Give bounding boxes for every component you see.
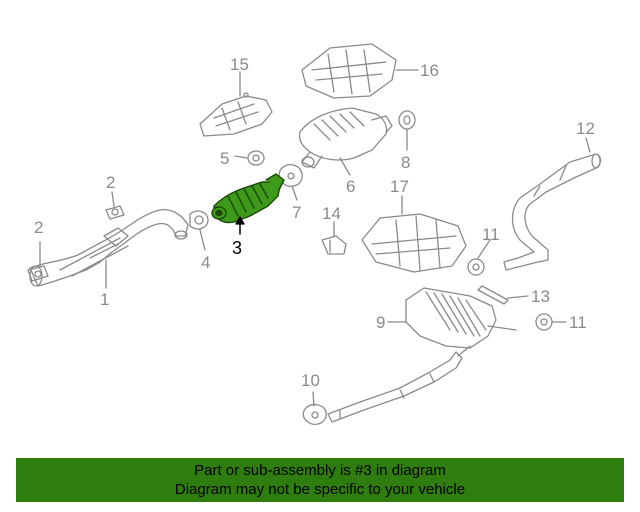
callout-6: 6 [346, 177, 355, 196]
part-16-heat-shield[interactable] [301, 43, 397, 99]
part-3-catalytic-converter[interactable] [211, 173, 285, 224]
part-5-bushing[interactable] [247, 150, 265, 166]
info-banner: Part or sub-assembly is #3 in diagram Di… [16, 458, 624, 502]
part-11-bushing-lower[interactable] [535, 313, 553, 331]
callout-12: 12 [576, 119, 595, 138]
part-2-gasket-right[interactable] [105, 205, 125, 220]
part-4-gasket[interactable] [189, 210, 209, 230]
callout-17: 17 [390, 177, 409, 196]
part-13-hanger[interactable] [477, 285, 509, 305]
callout-15: 15 [230, 55, 249, 74]
banner-line-2: Diagram may not be specific to your vehi… [174, 481, 466, 498]
leader-lines [39, 69, 591, 407]
part-17-heat-shield[interactable] [361, 213, 467, 273]
callout-1: 1 [100, 290, 109, 309]
part-6-converter[interactable] [298, 107, 393, 169]
part-11-bushing-upper[interactable] [467, 258, 485, 276]
arrow-3-icon [235, 216, 245, 225]
callout-2a: 2 [34, 218, 43, 237]
callout-9: 9 [376, 313, 385, 332]
callout-4: 4 [201, 253, 210, 272]
part-10-rear-pipe[interactable] [302, 351, 463, 426]
callout-8: 8 [401, 153, 410, 172]
part-2-gasket-left[interactable] [27, 265, 49, 282]
callout-14: 14 [322, 204, 341, 223]
part-14-bracket[interactable] [321, 235, 347, 255]
part-15-heat-shield[interactable] [199, 92, 273, 137]
callout-16: 16 [420, 61, 439, 80]
callout-10: 10 [301, 371, 320, 390]
callout-11b: 11 [569, 313, 587, 332]
callout-3: 3 [232, 238, 242, 258]
callout-11a: 11 [482, 225, 500, 244]
callout-13: 13 [531, 287, 550, 306]
callout-7: 7 [292, 203, 301, 222]
callout-5: 5 [220, 149, 229, 168]
part-12-tail-pipe[interactable] [503, 153, 602, 271]
part-9-muffler[interactable] [405, 287, 517, 357]
banner-line-1: Part or sub-assembly is #3 in diagram [194, 462, 446, 479]
part-1-front-pipe[interactable] [29, 209, 189, 287]
callout-2b: 2 [106, 173, 115, 192]
part-8-bushing[interactable] [398, 110, 416, 130]
